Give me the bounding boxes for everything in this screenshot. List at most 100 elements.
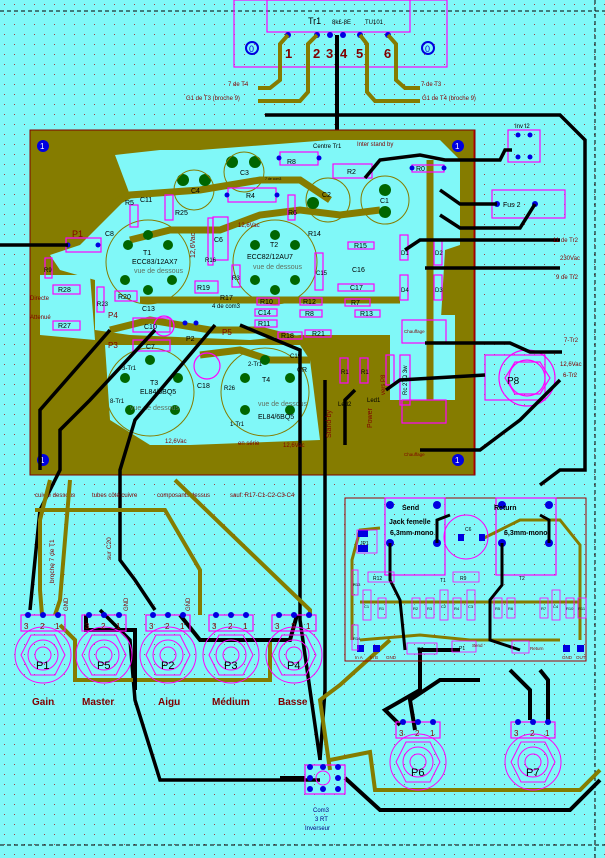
label-7-de-t4: 7 de T4 bbox=[228, 82, 249, 88]
tube-t2-label: T2 bbox=[270, 242, 278, 249]
part-label: R14 bbox=[308, 231, 321, 238]
pin-number: 1 bbox=[430, 729, 435, 738]
part-label: R8 bbox=[305, 311, 314, 318]
pad-out[interactable]: OUT bbox=[576, 655, 586, 660]
label-12-6vac: 12,6Vac bbox=[560, 362, 582, 368]
label-inter-stand-by: Inter stand by bbox=[357, 142, 393, 148]
label-stand-by: Stand-by bbox=[326, 409, 333, 438]
tube-t1-view: vue de dessous bbox=[134, 268, 184, 275]
part-label: C7 bbox=[146, 344, 155, 351]
part-label: R25 bbox=[175, 210, 188, 217]
switch-com3[interactable]: Com3 3 RT Inverseur bbox=[304, 764, 346, 832]
led-led2: Led2 bbox=[338, 402, 352, 408]
pin-number: 2 bbox=[165, 622, 170, 631]
pad-gnd[interactable]: GND bbox=[386, 655, 397, 660]
pad-gnd[interactable]: GND bbox=[562, 655, 573, 660]
label-7-tr2: 7-Tr2 bbox=[564, 338, 579, 344]
pot-p5[interactable]: 3 2 1 P5 Master bbox=[75, 612, 133, 708]
pin-number: 1 bbox=[55, 622, 60, 631]
label-vers-p8: vers P8 bbox=[381, 374, 387, 395]
part-label: C3 bbox=[240, 170, 249, 177]
label-9-de-tr2: 9 de Tr2 bbox=[556, 275, 579, 281]
part-label: R13 bbox=[360, 311, 373, 318]
pin-number: 3 bbox=[149, 622, 154, 631]
label-g1-de-t4: G1 de T4 (broche 9) bbox=[422, 96, 476, 102]
pot-p3[interactable]: 3 2 1 P3 Médium bbox=[202, 612, 260, 708]
pot-p6[interactable]: 3 2 1 P6 bbox=[389, 719, 447, 791]
pot-name: P4 bbox=[287, 660, 300, 672]
pot-p8[interactable]: P8 bbox=[507, 376, 520, 387]
pin-number: 2 bbox=[228, 622, 233, 631]
bottom-traces bbox=[35, 478, 602, 812]
part-label: P5 bbox=[222, 328, 232, 337]
part-label: R11 bbox=[258, 321, 270, 328]
pot-p1[interactable]: 3 2 1 P1 Gain bbox=[14, 612, 72, 708]
pot-label-aigu: Aigu bbox=[158, 697, 180, 708]
part-label: C3 bbox=[468, 604, 474, 609]
pot-label-gain: Gain bbox=[32, 697, 54, 708]
pin-number: 2 bbox=[291, 622, 296, 631]
part-label: C1 bbox=[380, 198, 389, 205]
note-tubes-cote-cuivre: tubes côté cuivre bbox=[92, 493, 138, 499]
note-broche-7-de-t1: broche 7 de T1 bbox=[49, 539, 56, 583]
pad-in-a[interactable]: In A bbox=[355, 655, 363, 660]
part-label: C4 bbox=[191, 188, 200, 195]
part-label: C2 bbox=[322, 192, 331, 199]
part-label: R2 bbox=[413, 606, 419, 611]
part-label: R4 bbox=[454, 606, 460, 611]
tube-sockets bbox=[105, 151, 410, 437]
pin-number: 1 bbox=[243, 622, 248, 631]
pin-number: 4 bbox=[340, 46, 348, 61]
tube-t1-label: T1 bbox=[143, 250, 151, 257]
label-3-tr1: 3-Tr1 bbox=[122, 366, 137, 372]
label-directe: Directe bbox=[30, 296, 50, 302]
part-label: R6 bbox=[288, 210, 297, 217]
label-12-6vac: 12,6Vac bbox=[190, 232, 197, 258]
part-label: R28 bbox=[58, 287, 71, 294]
pot-p4[interactable]: 3 2 1 P4 Basse bbox=[265, 612, 323, 708]
label-centre-tr1: Centre Tr1 bbox=[313, 144, 342, 150]
pin-number: 2 bbox=[40, 622, 45, 631]
part-label: C13 bbox=[142, 306, 155, 313]
pin-number: 3 bbox=[275, 622, 280, 631]
jumper-jp1[interactable]: JP1 bbox=[360, 541, 369, 547]
transformer-name: Tr1 bbox=[308, 16, 321, 26]
pin-number: 1 bbox=[180, 622, 185, 631]
mount-hole-label: 0 bbox=[249, 44, 254, 54]
part-label: D3 bbox=[435, 288, 443, 294]
label-return: Return bbox=[530, 646, 544, 651]
switch-inv-i2[interactable]: Inv I2 bbox=[515, 124, 530, 130]
part-label: R19 bbox=[197, 285, 210, 292]
pot-p7[interactable]: 3 2 1 P7 bbox=[504, 719, 562, 791]
fuse-fus2[interactable]: Fus 2 bbox=[503, 202, 521, 209]
pot-label-medium: Médium bbox=[212, 697, 250, 708]
pin-number: 3 bbox=[212, 622, 217, 631]
pad-in-b[interactable]: In B bbox=[370, 655, 378, 660]
part-label: C18 bbox=[197, 383, 210, 390]
jack-send[interactable]: Send bbox=[402, 505, 419, 512]
part-label: R9 bbox=[44, 268, 52, 274]
tube-t2-type: ECC82/12AU7 bbox=[247, 254, 293, 261]
led-led1: Led1 bbox=[367, 398, 381, 404]
tube-t1-type: ECC83/12AX7 bbox=[132, 259, 178, 266]
pot-name: P5 bbox=[97, 660, 110, 672]
part-label: R17 bbox=[220, 295, 233, 302]
tube-t2-view: vue de dessous bbox=[253, 264, 303, 271]
label-8-tr1: 8-Tr1 bbox=[110, 399, 125, 405]
pin-number: 5 bbox=[356, 46, 363, 61]
label-mono: 6,3mm-mono bbox=[504, 530, 548, 537]
part-label: P2 bbox=[186, 336, 195, 343]
note-cuivre-dessous: cuivre dessous bbox=[35, 493, 75, 499]
label-12-6vac: 12,6Vac bbox=[283, 443, 305, 449]
jack-return[interactable]: Return bbox=[494, 505, 517, 512]
com3-poles: 3 RT bbox=[315, 817, 328, 823]
pot-p2[interactable]: 3 2 1 P2 Aigu bbox=[139, 612, 197, 708]
part-label: P3 bbox=[108, 341, 118, 350]
transformer-tr1[interactable]: Tr1 8k£-8E TU101 0 0 1 2 3 4 5 6 bbox=[233, 0, 448, 68]
pin-number: 2 bbox=[530, 729, 535, 738]
part-label: R1 bbox=[361, 370, 369, 376]
pin-number: 2 bbox=[313, 46, 320, 61]
transformer-ref: 8k£-8E bbox=[332, 20, 351, 26]
label-6-tr2: 6-Tr2 bbox=[563, 373, 578, 379]
pin-number: 3 bbox=[85, 622, 90, 631]
